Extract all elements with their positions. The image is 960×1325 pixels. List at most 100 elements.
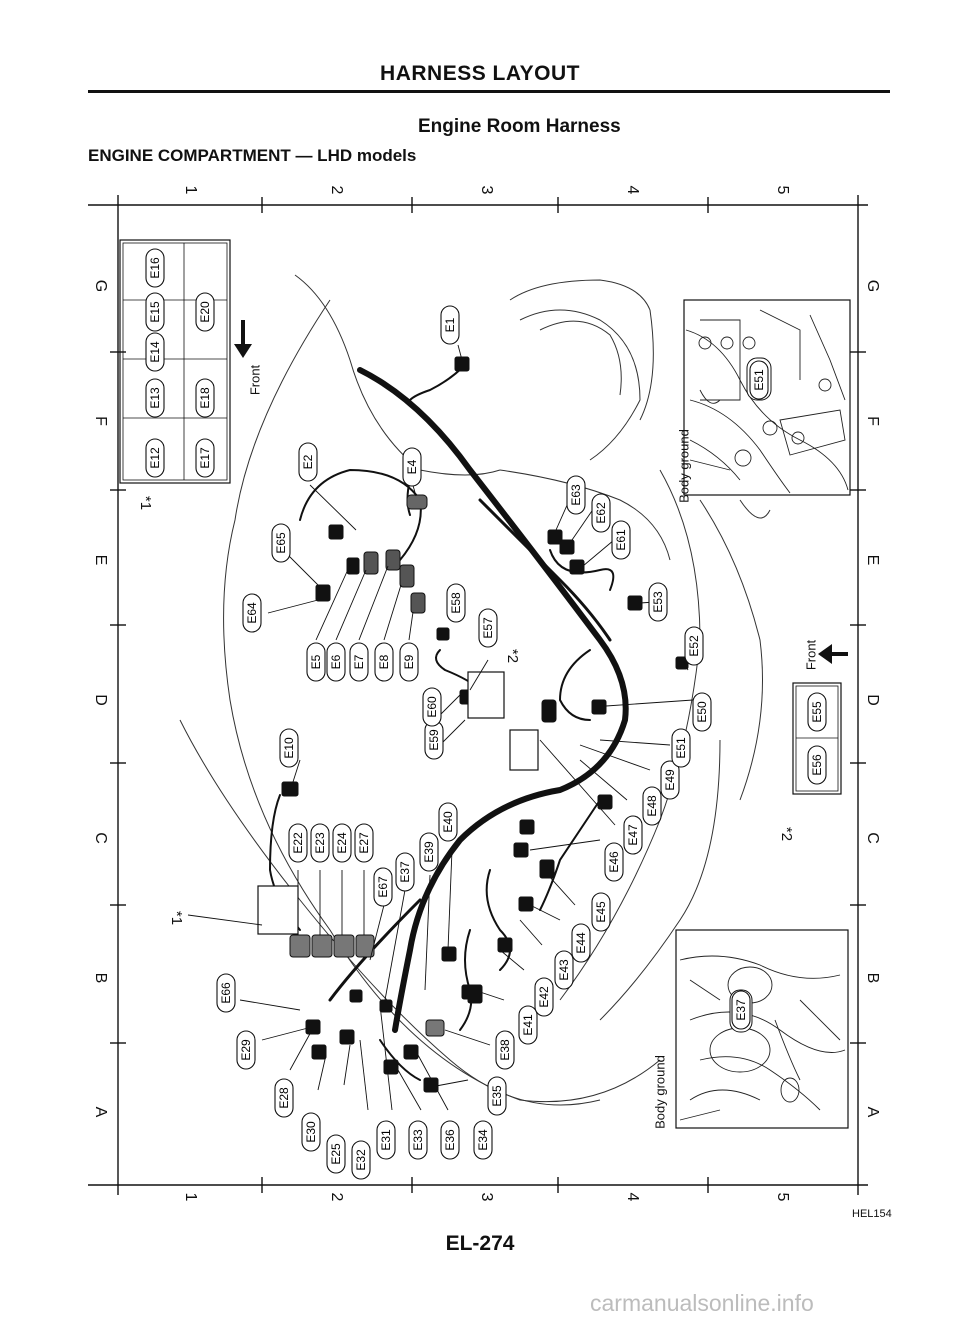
top-connector-box	[119, 239, 231, 484]
svg-text:E23: E23	[313, 832, 327, 854]
svg-text:E32: E32	[354, 1149, 368, 1171]
svg-text:E58: E58	[449, 592, 463, 614]
svg-text:E46: E46	[607, 851, 621, 873]
diagram-subtitle: Engine Room Harness	[418, 116, 621, 137]
svg-text:E63: E63	[569, 484, 583, 506]
svg-text:E22: E22	[291, 832, 305, 854]
svg-text:E15: E15	[148, 301, 162, 323]
svg-text:E47: E47	[626, 824, 640, 846]
connector-label-e7: E7	[349, 642, 369, 682]
svg-text:E51: E51	[674, 737, 688, 759]
grid-row-label: E	[92, 555, 109, 566]
svg-text:E34: E34	[476, 1129, 490, 1151]
grid-row-label: E	[864, 555, 881, 566]
connector-label-e20: E20	[195, 292, 215, 332]
svg-text:E40: E40	[441, 811, 455, 833]
connector-label-e60: E60	[422, 687, 442, 727]
connector-label-e59: E59	[424, 720, 444, 760]
connector-label-e30: E30	[301, 1112, 321, 1152]
grid-column-label: 5	[774, 186, 791, 195]
ref-mark-2-right: *2	[778, 827, 795, 841]
front-label-right: Front	[803, 639, 818, 670]
grid-row-label: D	[864, 694, 881, 706]
connector-label-e66: E66	[216, 973, 236, 1013]
connector-label-e41: E41	[518, 1005, 538, 1045]
svg-text:E12: E12	[148, 447, 162, 469]
svg-text:E6: E6	[329, 654, 343, 669]
grid-frame	[88, 195, 868, 1195]
svg-text:E5: E5	[309, 654, 323, 669]
connector-label-e64: E64	[242, 593, 262, 633]
connector-label-e9: E9	[399, 642, 419, 682]
grid-row-label: A	[92, 1107, 109, 1118]
grid-column-label: 5	[774, 1193, 791, 1202]
connector-label-e24: E24	[332, 823, 352, 863]
connector-label-e33: E33	[408, 1120, 428, 1160]
connector-label-e53: E53	[648, 582, 668, 622]
connector-labels: E12E13E14E15E16E17E18E20E55E56E51E37E1E2…	[145, 248, 827, 1180]
relay-box	[257, 671, 539, 935]
title-rule	[88, 90, 890, 93]
connector-label-e23: E23	[310, 823, 330, 863]
connector-label-e63: E63	[566, 475, 586, 515]
connector-label-e28: E28	[274, 1078, 294, 1118]
figure-code: HEL154	[852, 1208, 892, 1220]
front-arrow-icon-right	[818, 644, 848, 664]
connector-label-e58: E58	[446, 583, 466, 623]
page-title: HARNESS LAYOUT	[380, 62, 580, 85]
svg-text:E31: E31	[379, 1129, 393, 1151]
grid-column-label: 3	[478, 186, 495, 195]
svg-text:E28: E28	[277, 1087, 291, 1109]
grid-column-label: 2	[328, 1193, 345, 1202]
svg-text:E29: E29	[239, 1039, 253, 1061]
section-heading: ENGINE COMPARTMENT — LHD models	[88, 146, 417, 165]
svg-text:E14: E14	[148, 341, 162, 363]
svg-text:E37: E37	[734, 999, 748, 1021]
svg-text:E55: E55	[810, 701, 824, 723]
svg-text:E36: E36	[443, 1129, 457, 1151]
svg-text:E37: E37	[398, 861, 412, 883]
grid-column-label: 1	[182, 1193, 199, 1202]
connector-label-e27: E27	[354, 823, 374, 863]
svg-text:E60: E60	[425, 696, 439, 718]
svg-text:E8: E8	[377, 654, 391, 669]
grid-row-label: F	[864, 416, 881, 426]
page-number: EL-274	[445, 1232, 515, 1255]
engine-bay-outline	[179, 274, 771, 1106]
connector-label-e48: E48	[642, 786, 662, 826]
connector-label-e6: E6	[326, 642, 346, 682]
grid-row-label: C	[92, 832, 109, 844]
svg-text:E39: E39	[422, 841, 436, 863]
connector-label-e5: E5	[306, 642, 326, 682]
svg-text:E4: E4	[405, 459, 419, 474]
connector-label-e46: E46	[604, 842, 624, 882]
ref-mark-1-lower: *1	[168, 911, 185, 925]
connector-label-e1: E1	[440, 305, 460, 345]
connector-label-e37: E37	[731, 990, 751, 1030]
connector-label-e42: E42	[534, 977, 554, 1017]
svg-text:E51: E51	[752, 369, 766, 391]
connector-label-e8: E8	[374, 642, 394, 682]
connector-label-e57: E57	[478, 608, 498, 648]
grid-row-label: D	[92, 694, 109, 706]
svg-text:E13: E13	[148, 387, 162, 409]
body-ground-label-bottom: Body ground	[652, 1055, 667, 1129]
connector-label-e34: E34	[473, 1120, 493, 1160]
connector-label-e4: E4	[402, 447, 422, 487]
grid-column-label: 2	[328, 186, 345, 195]
connector-label-e55: E55	[807, 692, 827, 732]
grid-row-label: G	[864, 280, 881, 292]
connector-label-e25: E25	[326, 1134, 346, 1174]
connector-label-e15: E15	[145, 292, 165, 332]
ref-mark-1: *1	[137, 496, 154, 510]
svg-text:E18: E18	[198, 387, 212, 409]
body-ground-label: Body ground	[676, 429, 691, 503]
svg-text:E42: E42	[537, 986, 551, 1008]
connector-bodies	[281, 356, 689, 1093]
connector-label-e52: E52	[684, 626, 704, 666]
watermark: carmanualsonline.info	[590, 1290, 814, 1316]
svg-text:E66: E66	[219, 982, 233, 1004]
ref-mark-2: *2	[504, 649, 521, 663]
connector-label-e40: E40	[438, 802, 458, 842]
svg-text:E48: E48	[645, 795, 659, 817]
